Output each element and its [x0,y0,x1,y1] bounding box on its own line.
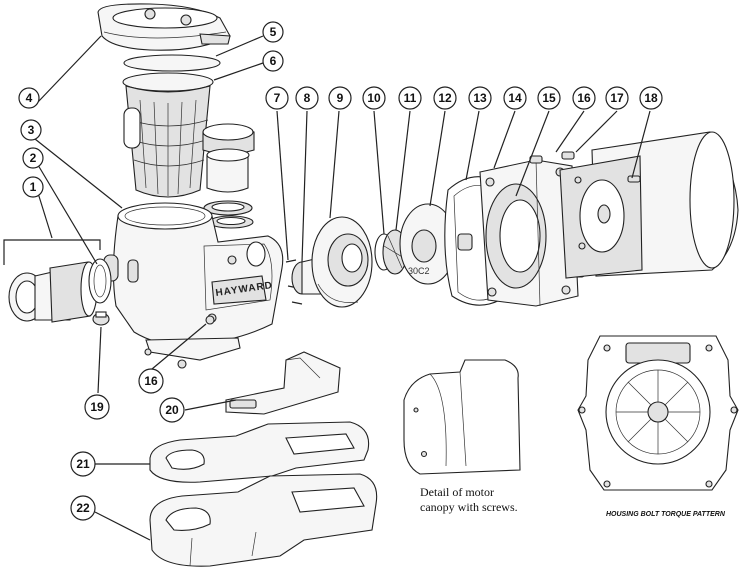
svg-text:7: 7 [274,91,281,105]
svg-text:3: 3 [28,123,35,137]
svg-text:20: 20 [165,403,179,417]
canopy-caption-line1: Detail of motor [420,485,494,499]
callout-13: 13 [468,86,492,110]
callout-12: 12 [433,86,457,110]
callout-2: 2 [22,147,44,169]
callout-17: 17 [605,86,629,110]
svg-text:15: 15 [542,91,556,105]
pump-base-lower [149,473,378,567]
union-assembly [8,261,98,323]
callout-22: 22 [70,495,96,521]
callout-16-flange: 16 [572,86,596,110]
svg-text:11: 11 [404,91,417,105]
foot-bolt [205,315,215,325]
callout-16-housing: 16 [138,368,164,394]
callout-20: 20 [159,397,185,423]
callout-5: 5 [262,21,284,43]
callout-18: 18 [639,86,663,110]
cover-o-ring [123,54,221,72]
callout-10: 10 [362,86,386,110]
svg-text:6: 6 [270,54,277,68]
svg-text:12: 12 [438,91,452,105]
callout-1: 1 [22,176,44,198]
svg-text:16: 16 [577,91,591,105]
union-o-ring [88,258,112,304]
svg-text:5: 5 [270,25,277,39]
svg-text:8: 8 [304,91,311,105]
svg-text:18: 18 [644,91,658,105]
callout-14: 14 [503,86,527,110]
strainer-cover [97,3,231,51]
drain-plug [92,311,110,326]
callout-19: 19 [84,394,110,420]
callout-7: 7 [265,86,289,110]
callout-8: 8 [295,86,319,110]
callout-11: 11 [398,86,422,110]
svg-text:2: 2 [30,151,37,165]
callout-4: 4 [18,87,40,109]
svg-text:4: 4 [26,91,33,105]
svg-text:16: 16 [144,374,158,388]
svg-text:10: 10 [367,91,381,105]
svg-text:17: 17 [610,91,624,105]
torque-pattern-detail: HOUSING BOLT TORQUE PATTERN [577,335,739,518]
callout-9: 9 [328,86,352,110]
seal-plate: 30C2 [399,203,457,285]
motor-canopy-detail: Detail of motor canopy with screws. [403,359,521,514]
svg-text:13: 13 [473,91,487,105]
pump-base-upper [149,421,370,483]
svg-text:9: 9 [337,91,344,105]
svg-text:19: 19 [90,400,104,414]
svg-text:21: 21 [76,457,90,471]
leader-lines [3,35,651,541]
svg-text:22: 22 [76,501,90,515]
svg-text:1: 1 [30,180,37,194]
diffuser [311,216,373,308]
motor-flange [479,159,579,307]
callout-21: 21 [70,451,96,477]
motor [559,131,739,279]
callout-6: 6 [262,50,284,72]
impeller-stamp: 30C2 [408,266,430,276]
callout-15: 15 [537,86,561,110]
canopy-caption-line2: canopy with screws. [420,500,518,514]
strainer-basket [122,72,214,198]
torque-pattern-title: HOUSING BOLT TORQUE PATTERN [606,511,726,518]
svg-text:14: 14 [508,91,522,105]
base-spacer [225,351,341,415]
callout-3: 3 [20,119,42,141]
pump-housing: HAYWARD [103,202,284,369]
union-parts-top [202,123,255,229]
